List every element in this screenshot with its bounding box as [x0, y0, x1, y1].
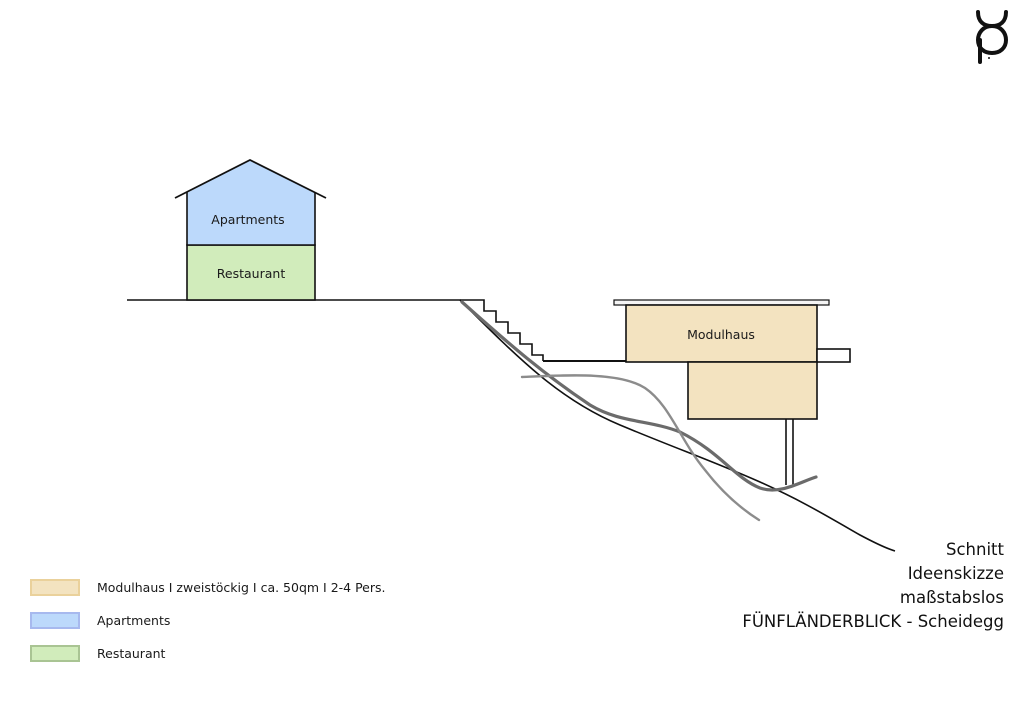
modulhaus-label: Modulhaus — [687, 327, 755, 342]
modulhaus-lower — [687, 361, 818, 420]
modulhaus-balcony — [816, 348, 851, 363]
apartments-label: Apartments — [211, 212, 284, 227]
caption-line-3: maßstabslos — [899, 588, 1004, 607]
legend-label-apartments: Apartments — [97, 612, 171, 628]
caption-line-1: Schnitt — [946, 540, 1004, 559]
brand-logo-icon — [975, 10, 1009, 64]
legend-swatch-apartments — [30, 611, 80, 629]
legend: Modulhaus I zweistöckig I ca. 50qm I 2-4… — [30, 577, 386, 676]
legend-item-apartments: Apartments — [30, 610, 386, 630]
restaurant-block — [186, 244, 316, 301]
apartments-roof — [174, 158, 327, 199]
caption-line-2: Ideenskizze — [907, 564, 1004, 583]
path-curve-light — [520, 374, 761, 522]
legend-item-restaurant: Restaurant — [30, 643, 386, 663]
path-curve-dark — [460, 300, 818, 492]
apartments-block — [187, 160, 315, 245]
legend-item-modulhaus: Modulhaus I zweistöckig I ca. 50qm I 2-4… — [30, 577, 386, 597]
stairs — [460, 299, 544, 361]
apartments-walls — [186, 192, 316, 246]
restaurant-label: Restaurant — [217, 266, 286, 281]
terrain-line — [127, 299, 896, 552]
legend-label-modulhaus: Modulhaus I zweistöckig I ca. 50qm I 2-4… — [97, 579, 386, 595]
legend-label-restaurant: Restaurant — [97, 645, 166, 661]
legend-swatch-modulhaus — [30, 578, 80, 596]
caption-line-4: FÜNFLÄNDERBLICK - Scheidegg — [742, 612, 1004, 631]
drawing-caption: Schnitt Ideenskizze maßstabslos FÜNFLÄND… — [742, 538, 1004, 634]
legend-swatch-restaurant — [30, 644, 80, 662]
